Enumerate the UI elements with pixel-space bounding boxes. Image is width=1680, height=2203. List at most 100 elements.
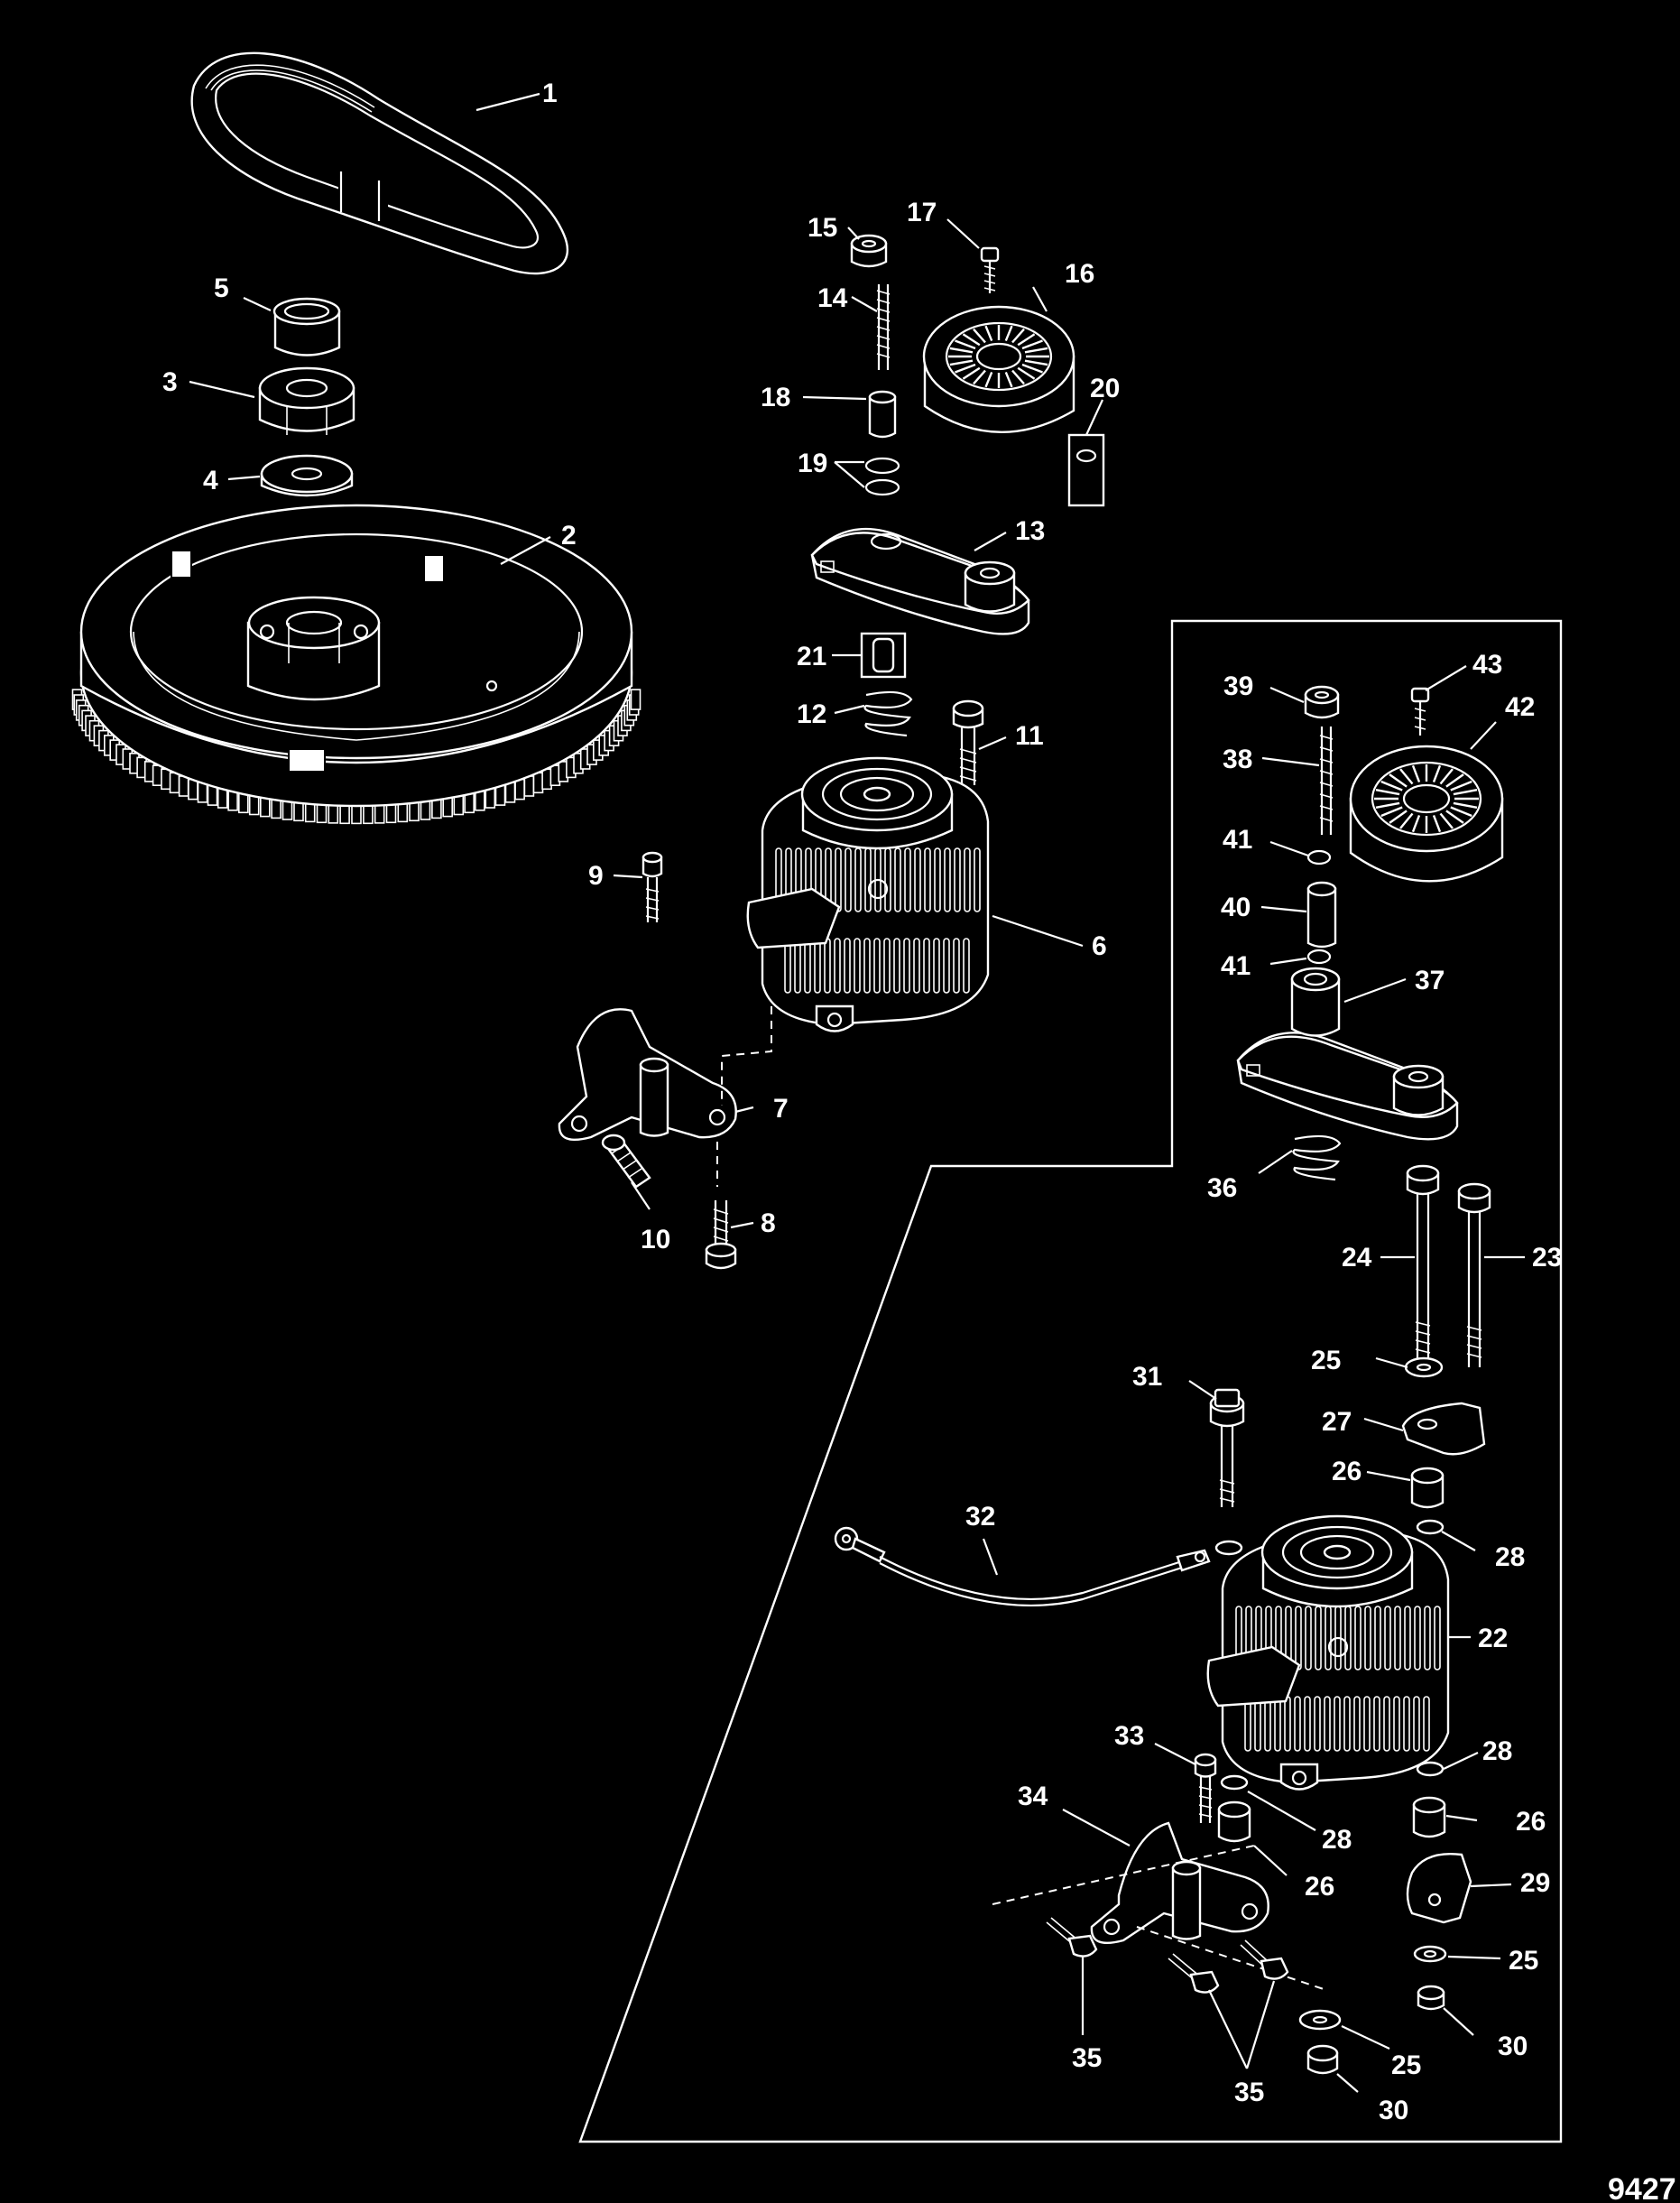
idler-screw — [980, 246, 1000, 293]
callout-27: 27 — [1322, 1407, 1352, 1437]
callout-43: 43 — [1472, 650, 1502, 680]
alternator-bracket — [558, 1008, 737, 1142]
bushing — [272, 297, 341, 356]
retaining-ring-lower — [1306, 949, 1332, 965]
washer-25-lower — [1298, 2009, 1342, 2031]
idler-arm-37 — [1236, 967, 1459, 1141]
support-29 — [1406, 1853, 1472, 1924]
bracket-34 — [1090, 1821, 1269, 1945]
inset-frame — [578, 619, 1563, 2143]
callout-30-lower: 30 — [1379, 2096, 1408, 2125]
spacer-40 — [1306, 881, 1337, 949]
washer — [260, 454, 354, 497]
drive-belt — [190, 51, 569, 275]
callout-25-upper: 25 — [1311, 1346, 1341, 1375]
callout-17: 17 — [907, 198, 937, 227]
callout-8: 8 — [761, 1208, 776, 1238]
nut-30-right — [1417, 1985, 1445, 2011]
idler-arm — [810, 527, 1030, 635]
callout-25-right: 25 — [1509, 1946, 1538, 1976]
bushing-26-left — [1217, 1800, 1251, 1843]
alternator-lower — [1206, 1514, 1450, 1791]
callout-32: 32 — [965, 1502, 995, 1532]
alignment-dashline-lower — [992, 1845, 1327, 1991]
o-rings — [864, 457, 900, 496]
callout-23: 23 — [1532, 1243, 1562, 1273]
callout-35-left: 35 — [1072, 2043, 1102, 2073]
figure-number: 9427 — [1608, 2172, 1676, 2203]
callout-35-right: 35 — [1234, 2078, 1264, 2107]
washer-31 — [1214, 1540, 1243, 1556]
idler-stud-38 — [1319, 727, 1334, 835]
idler-spring — [863, 690, 913, 737]
callout-labels: 1 2 3 4 5 6 7 8 9 10 11 12 13 14 15 16 1… — [162, 79, 1562, 2125]
long-bolt-24 — [1406, 1164, 1440, 1363]
callout-19: 19 — [798, 449, 827, 478]
callout-26-right: 26 — [1516, 1807, 1546, 1837]
callout-29: 29 — [1520, 1868, 1550, 1898]
bolt-35-mid — [1168, 1953, 1220, 1994]
spacer-bracket-27 — [1401, 1402, 1486, 1456]
callout-12: 12 — [797, 699, 826, 729]
callout-28-upper: 28 — [1495, 1542, 1525, 1572]
idler-spacer — [868, 390, 897, 439]
callout-26-left: 26 — [1305, 1872, 1334, 1902]
callout-14: 14 — [817, 283, 848, 313]
callout-38: 38 — [1223, 745, 1252, 774]
idler-pulley — [922, 305, 1075, 433]
idler-stud — [876, 284, 891, 370]
bushing-26-upper — [1410, 1467, 1445, 1509]
callout-13: 13 — [1015, 516, 1045, 546]
callout-42: 42 — [1505, 692, 1535, 722]
callout-7: 7 — [773, 1094, 789, 1124]
callout-40: 40 — [1221, 893, 1251, 922]
callout-34: 34 — [1018, 1782, 1048, 1811]
callout-4: 4 — [203, 466, 218, 495]
callout-1: 1 — [542, 79, 558, 108]
callout-10: 10 — [641, 1225, 670, 1254]
flywheel — [71, 504, 642, 825]
callout-3: 3 — [162, 367, 178, 397]
square-insert — [860, 632, 907, 679]
stud-9 — [642, 851, 663, 922]
callout-30-right: 30 — [1498, 2032, 1528, 2061]
callout-18: 18 — [761, 383, 790, 412]
leader-lines — [189, 92, 1525, 2093]
callout-41-lower: 41 — [1221, 951, 1251, 981]
ground-cable — [834, 1526, 1211, 1606]
callout-39: 39 — [1223, 671, 1253, 701]
washer-25-right — [1413, 1945, 1447, 1963]
callout-41-upper: 41 — [1223, 825, 1252, 855]
callout-21: 21 — [797, 642, 826, 671]
callout-36: 36 — [1207, 1173, 1237, 1203]
callout-33: 33 — [1114, 1721, 1144, 1751]
bushing-26-right — [1412, 1796, 1446, 1838]
long-bolt-23 — [1457, 1182, 1491, 1367]
callout-11: 11 — [1015, 721, 1044, 751]
callout-28-left: 28 — [1322, 1825, 1352, 1855]
stud-33 — [1194, 1753, 1217, 1823]
callout-28-right: 28 — [1482, 1736, 1512, 1766]
callout-6: 6 — [1092, 931, 1107, 961]
idler-spring-36 — [1292, 1134, 1342, 1181]
idler-pulley-42 — [1349, 745, 1504, 883]
stud-31 — [1209, 1388, 1245, 1507]
retaining-ring-upper — [1306, 849, 1332, 865]
callout-9: 9 — [588, 861, 604, 891]
callout-31: 31 — [1132, 1362, 1162, 1392]
bolt-8 — [705, 1200, 737, 1270]
callout-15: 15 — [808, 213, 837, 243]
callout-24: 24 — [1342, 1243, 1372, 1273]
bolt-10 — [601, 1134, 651, 1189]
callout-25-lower: 25 — [1391, 2050, 1421, 2080]
callout-37: 37 — [1415, 966, 1445, 995]
mounting-bolt — [952, 699, 984, 785]
idler-nut — [850, 234, 888, 268]
adapter-sleeve — [1067, 433, 1105, 507]
washer-28-left — [1220, 1774, 1249, 1791]
alignment-dashline — [716, 1006, 772, 1187]
bolt-35-right — [1240, 1939, 1289, 1980]
callout-26-upper: 26 — [1332, 1457, 1362, 1486]
